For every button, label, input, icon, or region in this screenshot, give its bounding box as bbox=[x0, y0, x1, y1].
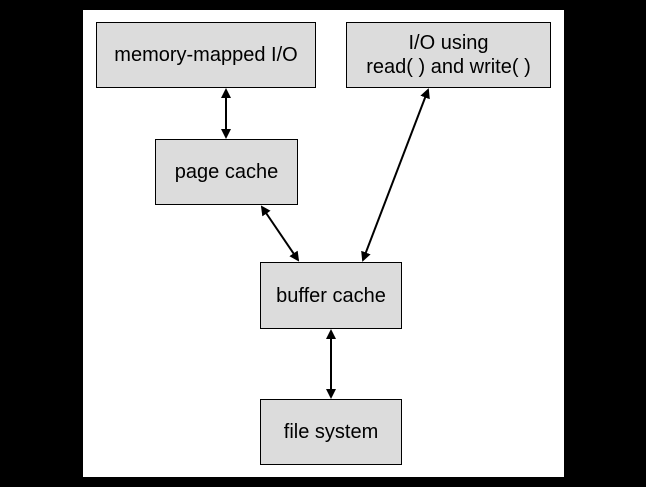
buffer-cache-box: buffer cache bbox=[260, 262, 402, 329]
io-read-write-box: I/O using read( ) and write( ) bbox=[346, 22, 551, 88]
file-system-box: file system bbox=[260, 399, 402, 465]
memory-mapped-io-box: memory-mapped I/O bbox=[96, 22, 316, 88]
page-cache-box: page cache bbox=[155, 139, 298, 205]
